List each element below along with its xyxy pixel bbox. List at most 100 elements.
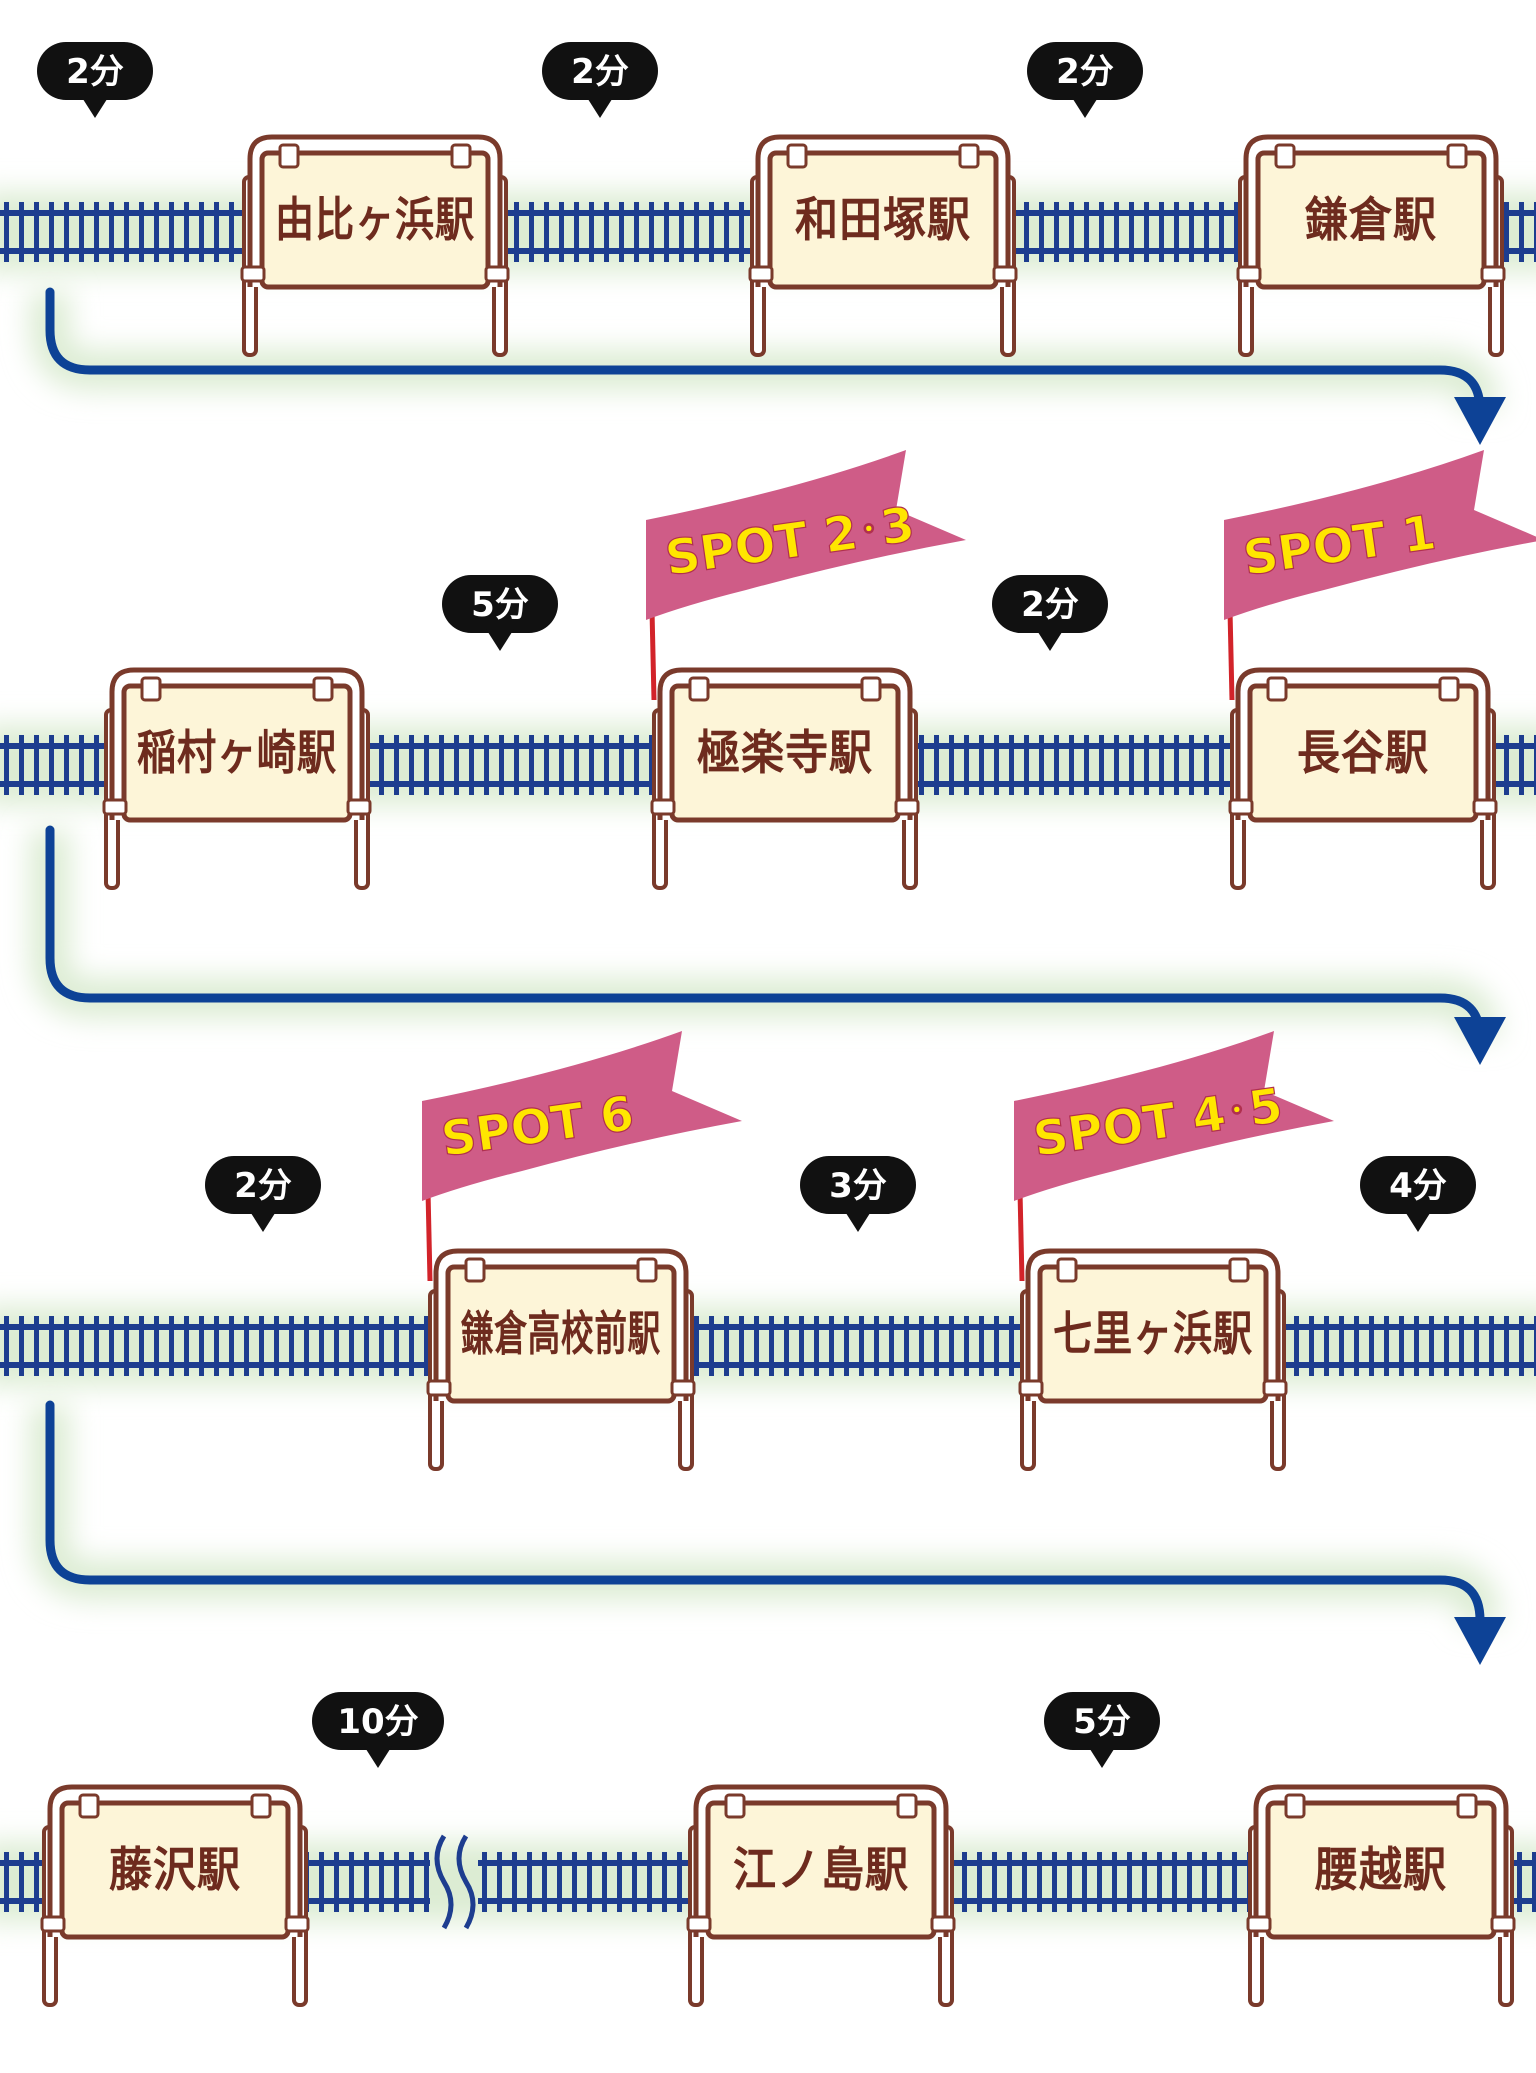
bubble-tail bbox=[81, 96, 109, 118]
sign-clip bbox=[930, 1915, 956, 1933]
rail-tie bbox=[1084, 735, 1089, 795]
rail-tie bbox=[962, 1852, 967, 1912]
rail-tie bbox=[1129, 202, 1134, 262]
rail-tie bbox=[709, 1316, 714, 1376]
rail-tie bbox=[109, 1316, 114, 1376]
rail-tie bbox=[1159, 735, 1164, 795]
bubble-tail bbox=[586, 96, 614, 118]
station-name: 七里ヶ浜駅 bbox=[1053, 1307, 1253, 1362]
rail-tie bbox=[259, 1316, 264, 1376]
sign-clip bbox=[284, 1915, 310, 1933]
rail-tie bbox=[529, 202, 534, 262]
rail-tie bbox=[739, 202, 744, 262]
sign-clip bbox=[894, 798, 920, 816]
rail-tie bbox=[289, 1316, 294, 1376]
rail-tie bbox=[1144, 202, 1149, 262]
bubble-body bbox=[992, 575, 1108, 633]
sign-clip bbox=[686, 1915, 712, 1933]
rail-tie bbox=[49, 1316, 54, 1376]
sign-clip bbox=[1490, 1915, 1516, 1933]
rail-tie bbox=[589, 202, 594, 262]
rail-tie bbox=[527, 1852, 532, 1912]
bubble-body bbox=[542, 42, 658, 100]
station-name: 和田塚駅 bbox=[795, 193, 971, 248]
rail-tie bbox=[482, 1852, 487, 1912]
rail-tie bbox=[889, 1316, 894, 1376]
flag-cloth bbox=[1224, 450, 1536, 620]
bubble-body bbox=[442, 575, 558, 633]
bubble-body bbox=[312, 1692, 444, 1750]
rail-tie bbox=[1217, 1852, 1222, 1912]
rail-tie bbox=[214, 1316, 219, 1376]
rail-tie bbox=[1097, 1852, 1102, 1912]
spot-flag-icon: SPOT 2･3 bbox=[646, 450, 966, 701]
rail-tie bbox=[1189, 202, 1194, 262]
rail-tie bbox=[1517, 1852, 1522, 1912]
rail-tie bbox=[1112, 1852, 1117, 1912]
station-sign: 鎌倉駅 bbox=[1236, 134, 1506, 357]
rail-tie bbox=[394, 1852, 399, 1912]
rail-tie bbox=[1099, 202, 1104, 262]
spot-flag-icon: SPOT 6 bbox=[422, 1031, 742, 1282]
rail-tie bbox=[1007, 1852, 1012, 1912]
rail-tie bbox=[1024, 202, 1029, 262]
rail-tie bbox=[1219, 202, 1224, 262]
rail-tie bbox=[1459, 1316, 1464, 1376]
bubble-tail bbox=[486, 629, 514, 651]
bubble-body bbox=[37, 42, 153, 100]
sign-clip bbox=[426, 1379, 452, 1397]
rail-tie bbox=[34, 202, 39, 262]
sign-clip bbox=[1284, 1793, 1306, 1819]
rail-tie bbox=[709, 202, 714, 262]
rail-tie bbox=[1384, 1316, 1389, 1376]
rail-tie bbox=[844, 1316, 849, 1376]
rail-tie bbox=[617, 1852, 622, 1912]
travel-time: 5分 bbox=[471, 585, 529, 625]
rail-tie bbox=[184, 202, 189, 262]
rail-tie bbox=[1354, 1316, 1359, 1376]
rail-tie bbox=[334, 1316, 339, 1376]
rail-tie bbox=[979, 1316, 984, 1376]
rail-tie bbox=[1474, 1316, 1479, 1376]
rail-tie bbox=[1202, 1852, 1207, 1912]
sign-board bbox=[1265, 1800, 1497, 1940]
rail-tie bbox=[1144, 735, 1149, 795]
sign-board bbox=[705, 1800, 937, 1940]
rail-tie bbox=[1399, 1316, 1404, 1376]
rail-tie bbox=[769, 1316, 774, 1376]
rail-tie bbox=[1204, 735, 1209, 795]
rail-tie bbox=[1519, 735, 1524, 795]
time-bubble-icon: 2分 bbox=[37, 42, 153, 118]
rail-tie bbox=[739, 1316, 744, 1376]
bubble-tail bbox=[1071, 96, 1099, 118]
time-bubble-icon: 2分 bbox=[992, 575, 1108, 651]
bubble-tail bbox=[364, 1746, 392, 1768]
rail-tie bbox=[512, 1852, 517, 1912]
sign-board bbox=[121, 683, 353, 823]
rail-tie bbox=[1039, 202, 1044, 262]
rail-tie bbox=[1099, 735, 1104, 795]
rail-tie bbox=[514, 202, 519, 262]
rail-tie bbox=[1172, 1852, 1177, 1912]
sign-clip bbox=[992, 265, 1018, 283]
rail-tie bbox=[572, 1852, 577, 1912]
station-name: 江ノ島駅 bbox=[733, 1843, 909, 1898]
time-bubble-icon: 5分 bbox=[1044, 1692, 1160, 1768]
rail-tie bbox=[334, 1852, 339, 1912]
rail-tie bbox=[1232, 1852, 1237, 1912]
break-line bbox=[456, 1834, 476, 1930]
travel-time: 2分 bbox=[1021, 585, 1079, 625]
rail-tie bbox=[799, 1316, 804, 1376]
rail-tie bbox=[919, 1316, 924, 1376]
station-name: 由比ヶ浜駅 bbox=[275, 193, 475, 248]
rail-tie bbox=[1369, 1316, 1374, 1376]
connector-glow bbox=[30, 1405, 1500, 1625]
rail-tie bbox=[1324, 1316, 1329, 1376]
rail-tie bbox=[604, 735, 609, 795]
station-name: 鎌倉高校前駅 bbox=[461, 1307, 661, 1362]
rail-tie bbox=[64, 735, 69, 795]
rail-tie bbox=[1504, 1316, 1509, 1376]
rail-tie bbox=[1157, 1852, 1162, 1912]
rail-tie bbox=[979, 735, 984, 795]
rail-tie bbox=[1219, 735, 1224, 795]
